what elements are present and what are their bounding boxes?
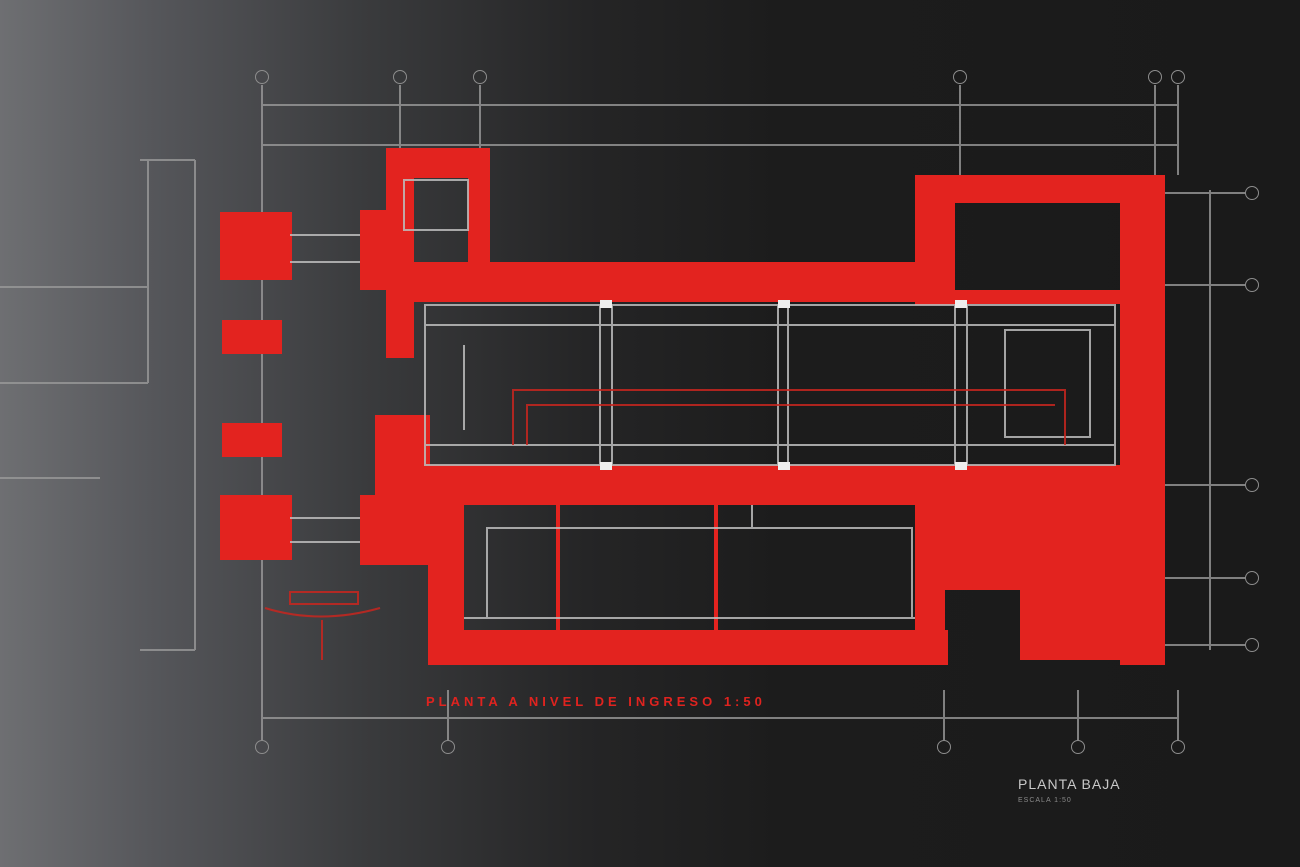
grid-axis-lines bbox=[0, 85, 1245, 740]
plan-title: PLANTA BAJA bbox=[1018, 776, 1121, 792]
plan-subtitle: ESCALA 1:50 bbox=[1018, 797, 1072, 804]
axis-marker-bottom-1 bbox=[255, 740, 269, 754]
wall-mass bbox=[220, 148, 1165, 665]
axis-marker-right-2 bbox=[1245, 278, 1259, 292]
axis-marker-right-4 bbox=[1245, 571, 1259, 585]
axis-marker-bottom-4 bbox=[1071, 740, 1085, 754]
axis-marker-top-5 bbox=[1148, 70, 1162, 84]
column-markers bbox=[600, 300, 967, 470]
axis-marker-top-2 bbox=[393, 70, 407, 84]
annotation-lines bbox=[264, 389, 1066, 660]
axis-marker-top-3 bbox=[473, 70, 487, 84]
axis-marker-right-1 bbox=[1245, 186, 1259, 200]
axis-marker-right-3 bbox=[1245, 478, 1259, 492]
interior-lines bbox=[290, 179, 1116, 619]
axis-marker-top-4 bbox=[953, 70, 967, 84]
axis-marker-bottom-3 bbox=[937, 740, 951, 754]
axis-marker-top-6 bbox=[1171, 70, 1185, 84]
sheet-title: PLANTA A NIVEL DE INGRESO 1:50 bbox=[426, 694, 766, 709]
axis-marker-top-1 bbox=[255, 70, 269, 84]
axis-marker-right-5 bbox=[1245, 638, 1259, 652]
axis-marker-bottom-2 bbox=[441, 740, 455, 754]
axis-marker-bottom-5 bbox=[1171, 740, 1185, 754]
